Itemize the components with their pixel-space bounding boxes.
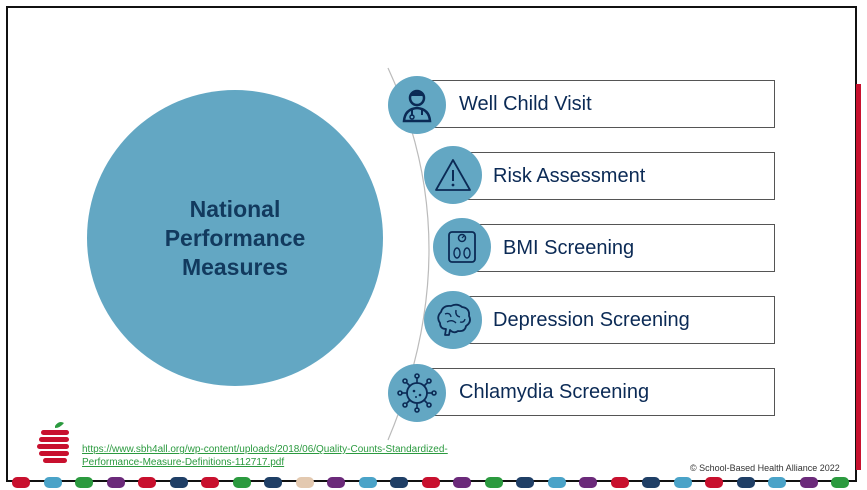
decorative-dash: [799, 477, 818, 488]
measure-label: Risk Assessment: [493, 164, 646, 187]
decorative-dash: [232, 477, 251, 488]
measure-label: BMI Screening: [503, 236, 635, 259]
decorative-dash: [327, 477, 345, 488]
measure-item-chlamydia-screening: Chlamydia Screening: [418, 368, 775, 416]
decorative-dash: [43, 477, 62, 488]
measure-item-bmi-screening: BMI Screening: [466, 224, 775, 272]
scale-icon: [433, 218, 491, 276]
decorative-dash: [579, 477, 597, 488]
decorative-dash: [673, 477, 692, 488]
decorative-dash: [642, 477, 660, 488]
decorative-dash: [264, 477, 282, 488]
slide-title: National Performance Measures: [145, 195, 325, 282]
decorative-dash: [736, 477, 755, 488]
title-line-2: Performance: [164, 224, 306, 251]
decorative-dash: [421, 477, 440, 488]
decorative-dash: [169, 477, 188, 488]
source-link-line-1[interactable]: https://www.sbh4all.org/wp-content/uploa…: [82, 444, 448, 455]
measure-item-well-child: Well Child Visit: [418, 80, 775, 128]
decorative-dash: [106, 477, 125, 488]
measure-label: Chlamydia Screening: [459, 380, 650, 403]
decorative-dash: [705, 477, 723, 488]
decorative-dash: [12, 477, 30, 488]
decorative-dash: [831, 477, 849, 488]
virus-icon: [388, 364, 446, 422]
measure-label: Depression Screening: [493, 308, 690, 331]
brain-icon: [424, 291, 482, 349]
decorative-dash: [610, 477, 629, 488]
measure-label: Well Child Visit: [459, 92, 592, 115]
doctor-icon: [388, 76, 446, 134]
decorative-dash: [138, 477, 156, 488]
apple-logo-icon: [35, 420, 75, 473]
measure-item-depression-screening: Depression Screening: [458, 296, 775, 344]
decorative-dash: [75, 477, 93, 488]
decorative-dash: [295, 477, 314, 488]
decorative-dash: [453, 477, 471, 488]
title-line-3: Measures: [181, 253, 289, 280]
right-accent-bar: [856, 84, 861, 470]
decorative-dash: [516, 477, 534, 488]
copyright-text: © School-Based Health Alliance 2022: [690, 463, 840, 473]
decorative-dash: [201, 477, 219, 488]
decorative-dash: [547, 477, 566, 488]
decorative-dash-row: [4, 477, 864, 489]
title-line-1: National: [189, 195, 281, 222]
decorative-dash: [358, 477, 377, 488]
measure-item-risk-assessment: Risk Assessment: [458, 152, 775, 200]
warning-icon: [424, 146, 482, 204]
decorative-dash: [484, 477, 503, 488]
source-link-line-2[interactable]: Performance-Measure-Definitions-112717.p…: [82, 457, 285, 468]
title-circle: National Performance Measures: [87, 90, 383, 386]
decorative-dash: [768, 477, 786, 488]
decorative-dash: [390, 477, 408, 488]
source-link[interactable]: https://www.sbh4all.org/wp-content/uploa…: [82, 443, 552, 469]
